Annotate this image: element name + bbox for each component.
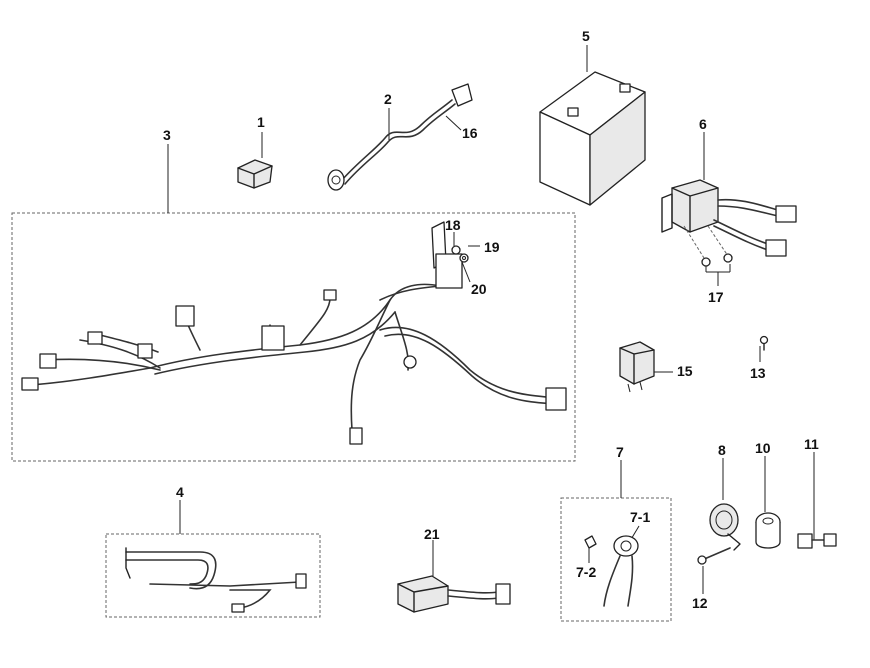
callout-13: 13	[750, 365, 766, 381]
callout-16: 16	[462, 125, 478, 141]
starter-relay-group-box	[560, 497, 672, 622]
part-21-module	[397, 575, 511, 613]
parts-18-19-20-fasteners	[451, 245, 469, 263]
callout-17: 17	[708, 289, 724, 305]
callout-5: 5	[582, 28, 590, 44]
callout-8: 8	[718, 442, 726, 458]
callout-7-2: 7-2	[576, 564, 597, 580]
part-6-regulator	[661, 179, 797, 267]
part-11-switch	[797, 533, 837, 549]
callout-10: 10	[755, 440, 771, 456]
part-4-battery-cable	[125, 547, 307, 613]
callout-2: 2	[384, 91, 392, 107]
part-8-horn	[709, 503, 741, 551]
wire-harness-group-box	[11, 212, 576, 462]
part-12-bolt	[697, 547, 731, 565]
callout-1: 1	[257, 114, 265, 130]
callout-15: 15	[677, 363, 693, 379]
callout-21: 21	[424, 526, 440, 542]
part-1-cap	[237, 159, 273, 189]
leader-lines	[167, 45, 815, 594]
callout-6: 6	[699, 116, 707, 132]
part-13-screw	[759, 335, 769, 351]
part-10-ignition-switch	[755, 512, 781, 549]
part-3-main-wire-harness	[21, 221, 567, 445]
part-2-sensor-cable	[327, 83, 473, 191]
callout-4: 4	[176, 484, 184, 500]
callout-18: 18	[445, 217, 461, 233]
part-15-flasher-relay	[619, 341, 655, 393]
callout-7-1: 7-1	[630, 509, 651, 525]
callout-19: 19	[484, 239, 500, 255]
battery-cable-group-box	[105, 533, 321, 618]
part-7-starter-relay	[584, 535, 639, 607]
callout-3: 3	[163, 127, 171, 143]
part-5-battery	[539, 71, 646, 206]
callout-12: 12	[692, 595, 708, 611]
callout-20: 20	[471, 281, 487, 297]
callout-11: 11	[804, 436, 819, 452]
callout-7: 7	[616, 444, 624, 460]
